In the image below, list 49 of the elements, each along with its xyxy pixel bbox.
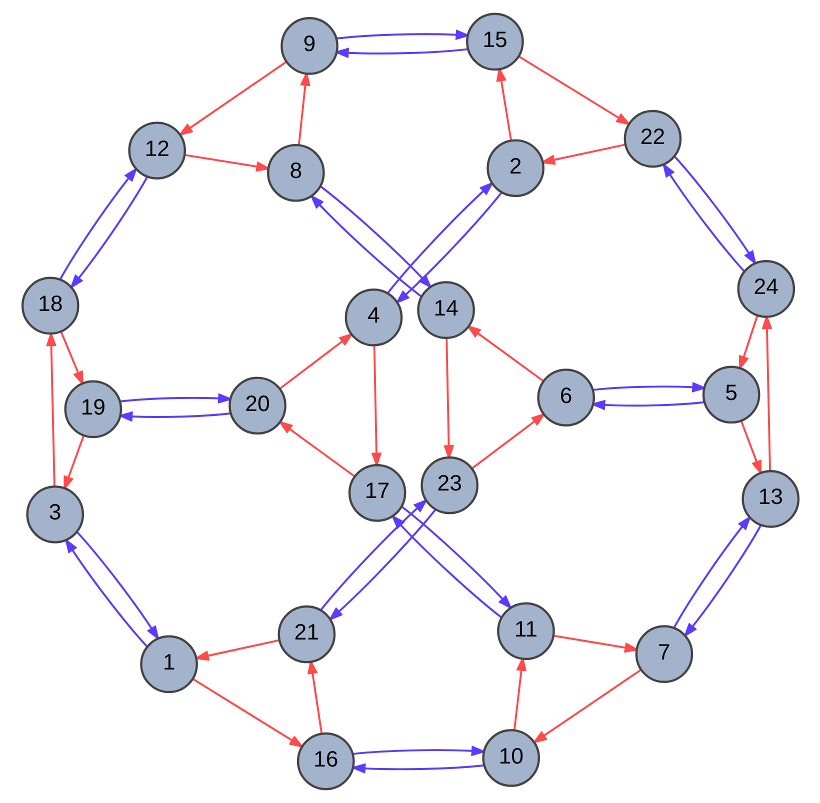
arrow: [178, 61, 286, 136]
arrow: [328, 509, 436, 622]
node-circle: 21: [277, 605, 336, 664]
arrow: [532, 669, 641, 744]
arrow: [352, 746, 486, 756]
node-circle: 8: [266, 144, 324, 202]
arrow: [277, 420, 355, 478]
arrow: [64, 538, 148, 648]
node-circle: 2: [486, 139, 544, 198]
node-circle: 15: [466, 12, 524, 71]
arrow: [69, 176, 148, 290]
arrow: [394, 192, 502, 304]
arrow: [278, 332, 354, 390]
arrow: [662, 162, 745, 272]
arrow: [400, 506, 512, 610]
node-circle: 4: [344, 288, 402, 346]
node-circle: 7: [634, 625, 693, 684]
arrow: [309, 194, 422, 298]
node-circle: 11: [496, 602, 554, 660]
arrow: [672, 515, 751, 628]
node-circle: 19: [64, 380, 122, 438]
node-circle: 13: [741, 470, 800, 528]
node-circle: 14: [416, 281, 474, 339]
arrow: [386, 181, 494, 294]
arrow: [58, 167, 138, 280]
arrow: [76, 531, 159, 641]
node-circle: 16: [296, 732, 354, 790]
arrow: [740, 420, 762, 476]
node-circle: 9: [280, 17, 338, 75]
arrow: [518, 56, 631, 126]
node-circle: 10: [482, 729, 540, 787]
node-circle: 23: [420, 456, 478, 514]
node-circle: 18: [20, 276, 79, 335]
node-circle: 3: [26, 485, 84, 544]
node-circle: 22: [623, 110, 682, 168]
arrow: [320, 186, 432, 289]
node-circle: 20: [228, 376, 286, 435]
arrow: [466, 324, 544, 382]
node-circle: 1: [140, 635, 198, 694]
arrow: [192, 678, 304, 748]
node-circle: 6: [536, 368, 594, 426]
arrow: [470, 412, 546, 470]
node-circle: 5: [702, 366, 760, 424]
arrow: [683, 524, 762, 638]
node-circle: 17: [348, 464, 406, 522]
node-circle: 24: [736, 260, 795, 318]
arrow: [673, 156, 756, 266]
arrow: [320, 498, 428, 610]
node-circle: 12: [128, 122, 186, 180]
